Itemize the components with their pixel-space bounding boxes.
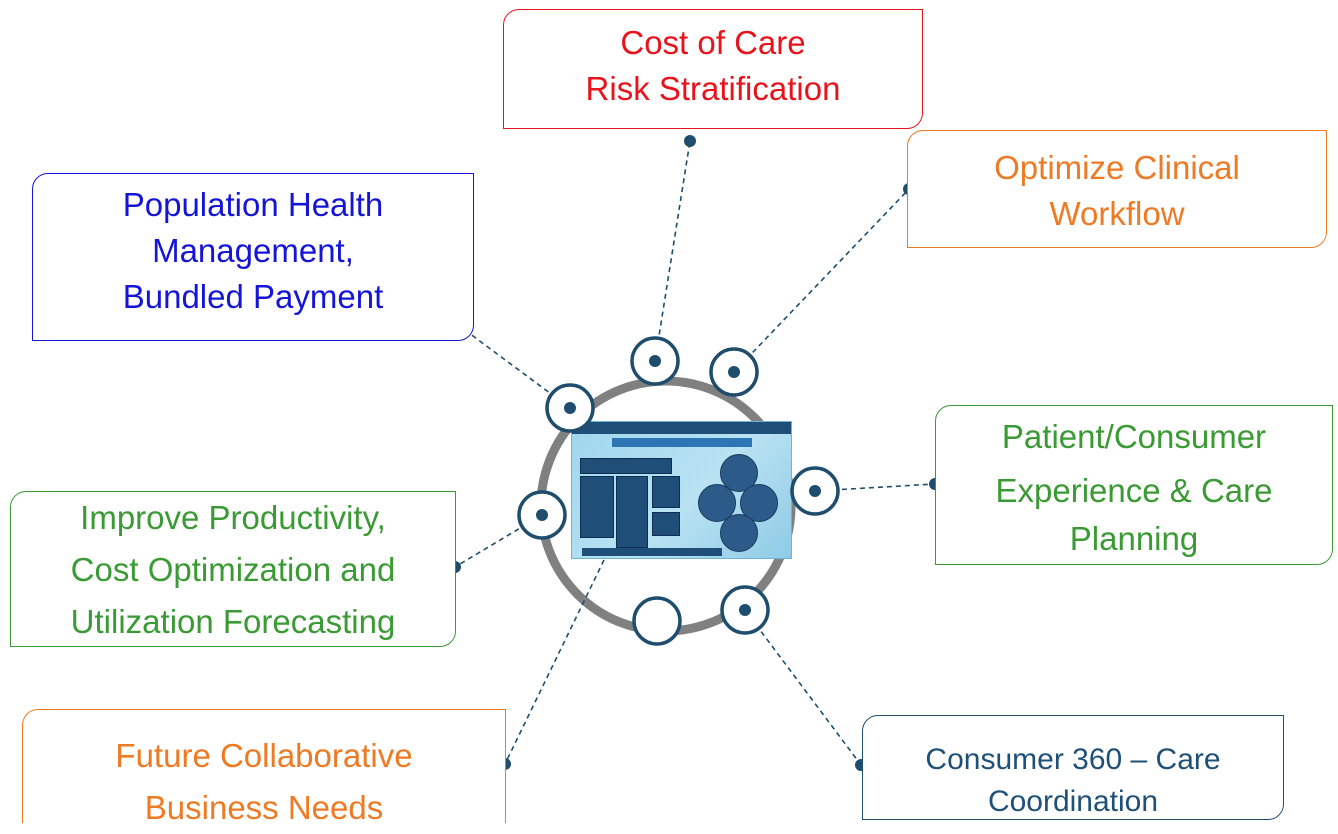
population-health-line2: Management,: [152, 232, 354, 269]
optimize-clinical-line2: Workflow: [1049, 195, 1185, 232]
ring-node-bottom: [632, 596, 682, 646]
improve-productivity-line1: Improve Productivity,: [80, 499, 386, 536]
improve-productivity-line3: Utilization Forecasting: [70, 603, 396, 640]
connector-future-collaborative: [504, 559, 605, 765]
optimize-clinical-line1: Optimize Clinical: [994, 149, 1240, 186]
patient-consumer-line3: Planning: [1069, 520, 1199, 557]
future-collaborative-line2: Business Needs: [144, 789, 384, 826]
cost-of-care-box: Cost of Care Risk Stratification: [503, 9, 923, 129]
population-health-line1: Population Health: [122, 186, 384, 223]
population-health-line3: Bundled Payment: [122, 278, 384, 315]
future-collaborative-line1: Future Collaborative: [115, 737, 413, 774]
cost-of-care-line2: Risk Stratification: [585, 70, 841, 107]
analytics-platform-thumbnail: [571, 421, 792, 559]
future-collaborative-box: Future Collaborative Business Needs: [22, 709, 506, 826]
ring-node-top-right-dot: [728, 366, 740, 378]
ring-node-top-dot: [649, 355, 661, 367]
ring-node-bottom-right-dot: [739, 604, 751, 616]
cost-of-care-line1: Cost of Care: [620, 24, 806, 61]
ring-node-right-dot: [809, 485, 821, 497]
connector-optimize-clinical: [733, 188, 910, 373]
improve-productivity-box: Improve Productivity, Cost Optimization …: [10, 491, 456, 647]
patient-consumer-box: Patient/Consumer Experience & Care Plann…: [935, 405, 1333, 565]
patient-consumer-line2: Experience & Care: [995, 472, 1273, 509]
ring-node-upper-left-dot: [564, 402, 576, 414]
dot-cost-of-care: [684, 135, 696, 147]
population-health-box: Population Health Management, Bundled Pa…: [32, 173, 474, 341]
consumer-360-box: Consumer 360 – Care Coordination: [862, 715, 1284, 820]
consumer-360-line2: Coordination: [987, 785, 1159, 818]
connector-cost-of-care: [654, 140, 691, 362]
improve-productivity-line2: Cost Optimization and: [70, 551, 396, 588]
optimize-clinical-box: Optimize Clinical Workflow: [907, 130, 1327, 248]
patient-consumer-line1: Patient/Consumer: [1001, 418, 1267, 455]
consumer-360-line1: Consumer 360 – Care: [925, 743, 1221, 776]
connector-improve-productivity: [454, 514, 543, 568]
ring-node-left-dot: [536, 509, 548, 521]
